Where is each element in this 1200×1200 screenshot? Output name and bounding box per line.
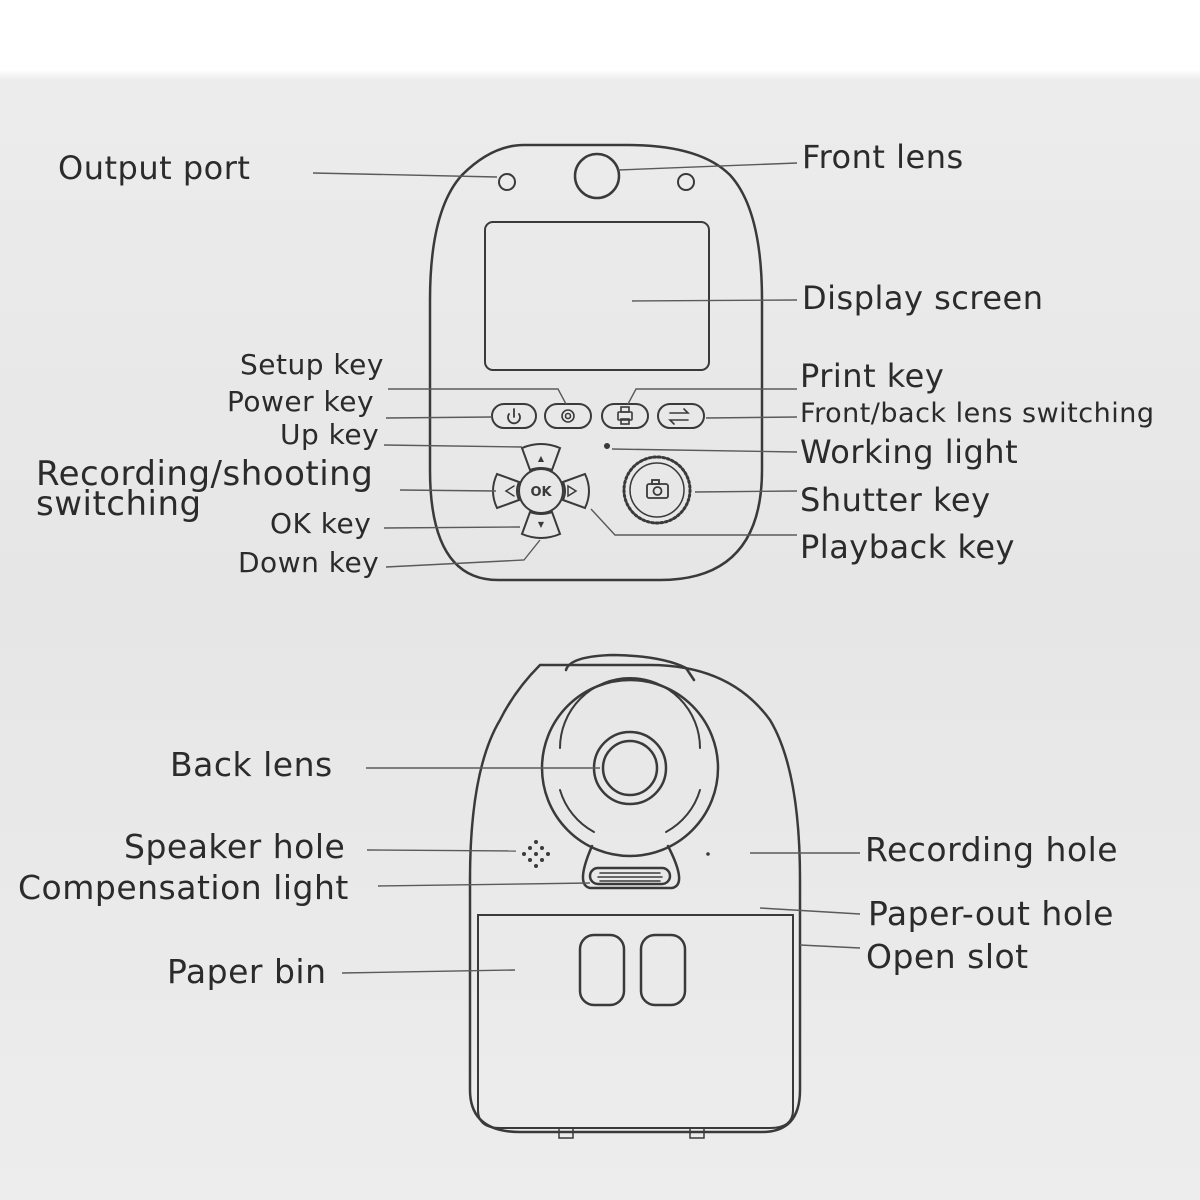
leader-lens-switch: [705, 416, 798, 419]
label-shutter-key: Shutter key: [800, 481, 991, 519]
working-light: [603, 442, 611, 450]
label-front-lens: Front lens: [802, 138, 964, 176]
playback-icon: [567, 484, 578, 498]
paper-bin: [477, 914, 794, 1129]
power-key: [491, 403, 537, 429]
print-key: [601, 403, 649, 429]
recording-hole: [706, 852, 710, 856]
label-playback-key: Playback key: [800, 528, 1015, 566]
leader-paper-bin: [341, 969, 516, 974]
lens-switch-key: [657, 403, 705, 429]
leader-open-slot: [799, 944, 861, 949]
camera-icon: [646, 479, 669, 499]
label-down-key: Down key: [238, 546, 380, 579]
leader-output-port: [312, 172, 498, 178]
leader-down-key: [385, 539, 541, 568]
lens-switch-icon: [668, 408, 690, 425]
label-recording-hole: Recording hole: [865, 830, 1119, 869]
back-top-bump: [564, 653, 696, 682]
paper-bin-tab-left: [558, 1127, 574, 1139]
leader-ok-key: [383, 526, 521, 529]
leader-speaker-hole: [366, 849, 517, 852]
leader-power-key: [385, 416, 493, 419]
label-ok-key: OK key: [270, 507, 372, 540]
speaker-hole: [522, 840, 550, 868]
back-camera-body: [468, 663, 802, 1134]
label-front-back-lens-switching: Front/back lens switching: [800, 398, 1155, 429]
down-arrow-icon: ▼: [538, 520, 545, 529]
label-speaker-hole: Speaker hole: [124, 827, 346, 866]
label-working-light: Working light: [800, 433, 1019, 471]
label-paper-out-hole: Paper-out hole: [868, 894, 1114, 933]
label-paper-bin: Paper bin: [167, 952, 327, 991]
paper-bin-grip-right: [639, 933, 687, 1007]
leader-working-light: [611, 448, 798, 453]
back-lens-ring-mid: [559, 677, 701, 749]
leader-setup-key: [388, 388, 567, 405]
leader-front-lens: [617, 162, 798, 171]
leader-print-key: [627, 388, 797, 405]
direction-pad: [492, 443, 590, 539]
sensor-hole: [677, 173, 695, 191]
setup-icon: [561, 409, 575, 423]
leader-paper-out-hole: [759, 907, 861, 915]
print-icon: [617, 406, 633, 425]
back-lens: [601, 739, 659, 797]
compensation-light-housing: [581, 844, 681, 890]
display-screen: [484, 221, 710, 371]
label-output-port: Output port: [58, 149, 251, 187]
label-back-lens: Back lens: [170, 745, 333, 784]
label-power-key: Power key: [227, 385, 375, 418]
label-compensation-light: Compensation light: [18, 868, 349, 907]
label-open-slot: Open slot: [866, 937, 1029, 976]
setup-key: [544, 403, 592, 429]
label-display-screen: Display screen: [802, 279, 1044, 317]
paper-bin-tab-right: [689, 1127, 705, 1139]
leader-up-key: [383, 444, 523, 448]
up-arrow-icon: ▲: [538, 454, 545, 463]
leader-display-screen: [631, 299, 798, 302]
label-recording-shooting-switching: Recording/shooting switching: [36, 454, 374, 524]
leader-shutter-key: [694, 490, 798, 493]
ok-button-glyph: OK: [530, 485, 552, 500]
label-up-key: Up key: [280, 418, 380, 451]
front-camera-body: [428, 143, 764, 582]
record-switch-icon: [504, 485, 515, 497]
leader-playback-key: [590, 508, 797, 536]
leader-compensation-light: [377, 882, 591, 887]
compensation-light: [588, 866, 672, 886]
front-lens: [573, 152, 621, 200]
paper-bin-grip-left: [578, 933, 626, 1007]
power-icon: [507, 408, 521, 425]
output-port: [498, 173, 516, 191]
label-print-key: Print key: [800, 357, 945, 395]
label-setup-key: Setup key: [240, 348, 384, 381]
shutter-key: [622, 455, 692, 525]
leader-recording-switch: [399, 489, 497, 492]
back-lens-ring-inner: [592, 730, 668, 806]
